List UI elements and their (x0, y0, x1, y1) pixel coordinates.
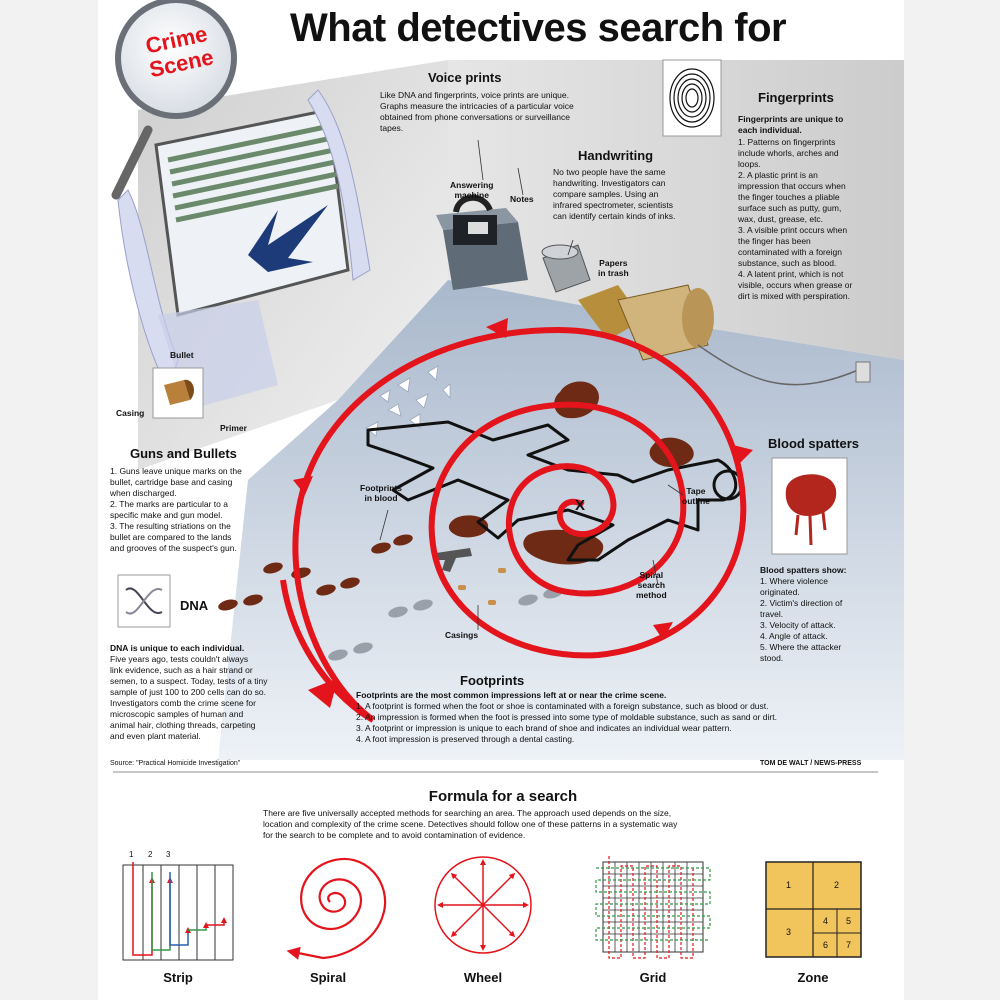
blood-spatters-lead: Blood spatters show: (760, 565, 847, 575)
method-label-zone: Zone (797, 970, 829, 985)
label-primer: Primer (220, 423, 247, 433)
dna-text: Five years ago, tests couldn't always li… (110, 654, 268, 741)
page-title: What detectives search for (290, 6, 787, 50)
zone-number-6: 6 (823, 940, 829, 950)
answering-machine (436, 194, 528, 290)
label-casing: Casing (116, 408, 145, 418)
dna-lead: DNA is unique to each individual. (110, 643, 245, 653)
formula-text: There are five universally accepted meth… (263, 808, 678, 840)
leader-lines (379, 139, 684, 630)
zone-diagram (765, 861, 862, 958)
fingerprints-text: 1. Patterns on fingerprints include whor… (738, 137, 853, 301)
strip-number-3: 3 (166, 850, 171, 859)
casings-icons (458, 568, 506, 605)
window (117, 89, 371, 410)
label-casings: Casings (445, 630, 479, 640)
strip-number-1: 1 (129, 850, 134, 859)
method-label-spiral: Spiral (309, 970, 347, 985)
footprints-lead: Footprints are the most common impressio… (356, 690, 667, 700)
grid-diagram (595, 856, 711, 959)
blood-pools (448, 381, 694, 565)
footprints-title: Footprints (460, 673, 525, 688)
voice-prints-title: Voice prints (428, 70, 502, 85)
spiral-arrowheads (293, 318, 753, 708)
blood-spatter-inset (771, 457, 848, 555)
handwriting-title: Handwriting (578, 148, 654, 163)
source-note: Source: "Practical Homicide Investigatio… (110, 760, 241, 767)
crime-scene-illustration (111, 0, 904, 961)
label-bullet: Bullet (170, 350, 194, 360)
tape-outline (366, 420, 738, 562)
bloody-footprints (218, 534, 413, 611)
label-tape-outline: Tape outline (682, 486, 710, 506)
gun (436, 548, 472, 572)
fingerprints-title: Fingerprints (758, 90, 834, 105)
label-spiral-search-method: Spiral search method (636, 570, 667, 600)
wheel-diagram (434, 856, 532, 954)
method-label-strip: Strip (163, 970, 193, 985)
zone-number-7: 7 (846, 940, 852, 950)
credit: TOM DE WALT / NEWS-PRESS (760, 760, 862, 767)
zone-number-4: 4 (823, 916, 829, 926)
infographic-sheet: What detectives search for Crime Scene V… (98, 0, 904, 1000)
zone-number-1: 1 (786, 880, 792, 890)
label-papers-in-trash: Papers in trash (598, 258, 629, 278)
handwriting-text: No two people have the same handwriting.… (553, 167, 676, 221)
strip-diagram (122, 862, 234, 961)
method-label-wheel: Wheel (463, 970, 503, 985)
lamp (578, 284, 871, 386)
label-notes: Notes (510, 194, 534, 204)
label-footprints-in-blood: Footprints in blood (360, 483, 403, 503)
strip-number-2: 2 (148, 850, 153, 859)
method-label-grid: Grid (639, 970, 667, 985)
blood-spatters-text: 1. Where violence originated. 2. Victim'… (760, 576, 843, 663)
broken-glass (248, 205, 328, 272)
label-answering-machine: Answering machine (450, 180, 494, 200)
zone-number-5: 5 (846, 916, 852, 926)
blood-spatters-title: Blood spatters (768, 436, 860, 451)
dust-footprints (328, 587, 563, 661)
guns-title: Guns and Bullets (130, 446, 237, 461)
zone-number-3: 3 (786, 927, 792, 937)
glass-shards (365, 365, 451, 437)
bullet-inset (152, 367, 204, 419)
zone-number-2: 2 (834, 880, 840, 890)
voice-prints-text: Like DNA and fingerprints, voice prints … (380, 90, 574, 133)
dna-inset (117, 574, 171, 628)
crime-scene-badge (111, 0, 237, 200)
trash-can (541, 244, 591, 293)
dna-title: DNA (180, 598, 209, 613)
footprints-text: 1. A footprint is formed when the foot o… (356, 701, 777, 744)
fingerprints-lead: Fingerprints are unique to each individu… (738, 114, 844, 135)
label-x-mark: X (575, 497, 586, 514)
guns-text: 1. Guns leave unique marks on the bullet… (110, 466, 242, 553)
spiral-diagram (286, 857, 387, 960)
formula-title: Formula for a search (428, 788, 578, 805)
fingerprint-inset (662, 59, 722, 137)
